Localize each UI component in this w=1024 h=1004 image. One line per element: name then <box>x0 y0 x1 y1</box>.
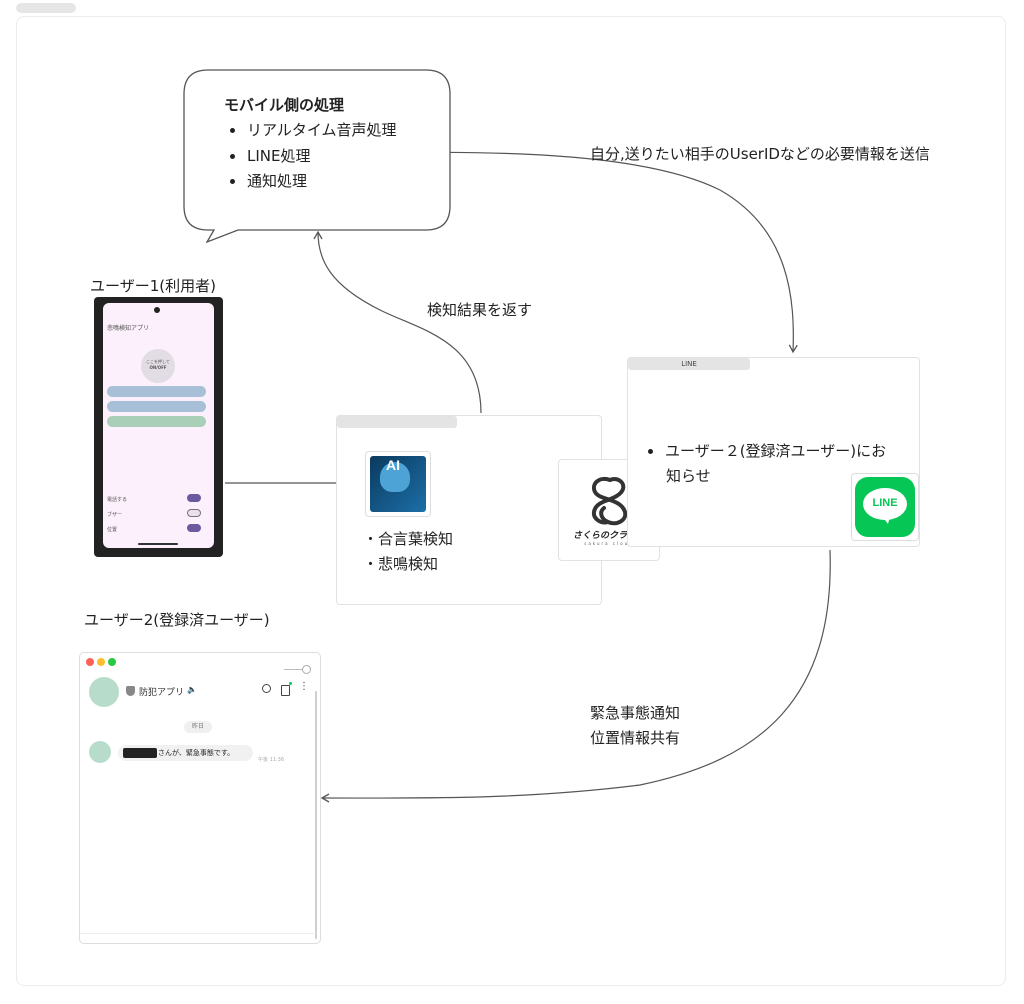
home-indicator <box>138 543 178 545</box>
toggle-label: 電話する <box>107 497 128 503</box>
message-text: さんが、緊急事態です。 <box>158 749 235 757</box>
line-card: LINE ユーザー２(登録済ユーザー)にお 知らせ LINE <box>627 357 920 547</box>
ai-icon-text: AI <box>386 457 400 473</box>
line-logo-icon: LINE <box>851 473 919 541</box>
line-notice-cont: 知らせ <box>666 467 711 485</box>
message-avatar[interactable] <box>89 741 111 763</box>
toggle-switch[interactable] <box>187 509 201 517</box>
edge-label-return-result: 検知結果を返す <box>427 301 533 319</box>
ai-head-icon: AI <box>365 451 431 517</box>
phone-button-1[interactable] <box>107 386 206 397</box>
redacted-name <box>123 748 157 758</box>
power-toggle-button[interactable]: ここを押して ON/OFF <box>141 349 175 383</box>
camera-icon <box>154 307 160 313</box>
edge-label-send-info: 自分,送りたい相手のUserIDなどの必要情報を送信 <box>590 145 930 163</box>
edge-notify <box>320 549 831 803</box>
avatar[interactable] <box>89 677 119 707</box>
speaker-icon: 🔈 <box>187 685 197 694</box>
power-label-2: ON/OFF <box>149 365 167 370</box>
phone-button-3[interactable] <box>107 416 206 427</box>
phone-button-2[interactable] <box>107 401 206 412</box>
user2-label: ユーザー2(登録済ユーザー) <box>84 611 270 629</box>
ai-card: AI ・合言葉検知 ・悲鳴検知 <box>336 415 602 605</box>
ai-card-tab <box>337 416 457 428</box>
chat-footer-divider <box>80 933 316 934</box>
line-chat-window: 防犯アプリ 🔈 ⋮ 昨日 さんが、緊急事態です。 午後 11:36 <box>79 652 321 944</box>
ai-item: ・合言葉検知 <box>363 530 454 548</box>
message-time: 午後 11:36 <box>258 757 284 763</box>
line-card-tab: LINE <box>628 358 750 370</box>
chat-title: 防犯アプリ <box>139 688 185 698</box>
search-icon[interactable] <box>262 684 271 693</box>
sakura-logo-text: さくらのクラウド <box>572 531 645 541</box>
bubble-item: リアルタイム音声処理 <box>230 119 397 140</box>
speech-bubble-shape <box>183 69 451 244</box>
power-label-1: ここを押して <box>146 359 170 364</box>
toggle-label: ブザー <box>107 512 123 518</box>
edge-label-notify-1: 緊急事態通知 <box>590 704 681 722</box>
edge-return-result <box>313 230 482 414</box>
line-notice: ユーザー２(登録済ユーザー)にお <box>648 440 886 461</box>
shield-icon <box>126 686 135 696</box>
date-badge: 昨日 <box>184 721 212 733</box>
bubble-title: モバイル側の処理 <box>224 96 345 114</box>
close-window-icon[interactable] <box>86 658 94 666</box>
sakura-logo-sub: sakura cloud <box>584 541 634 546</box>
toggle-label: 位置 <box>107 527 118 533</box>
more-menu-icon[interactable]: ⋮ <box>299 681 309 692</box>
diagram-canvas <box>16 16 1006 986</box>
message-bubble[interactable]: さんが、緊急事態です。 <box>118 745 253 761</box>
edge-label-notify-2: 位置情報共有 <box>590 729 681 747</box>
maximize-window-icon[interactable] <box>108 658 116 666</box>
notification-dot <box>289 682 292 685</box>
bubble-item: LINE処理 <box>230 145 310 166</box>
phone-screen: 悲鳴検知アプリ ここを押して ON/OFF 電話する ブザー 位置 <box>103 303 214 548</box>
top-tab-stub <box>16 3 76 13</box>
bubble-item: 通知処理 <box>230 170 307 191</box>
notes-icon[interactable] <box>281 685 290 696</box>
slider-track <box>284 669 306 670</box>
toggle-switch[interactable] <box>187 524 201 532</box>
chat-scrollbar[interactable] <box>315 691 317 939</box>
phone-mockup: 悲鳴検知アプリ ここを押して ON/OFF 電話する ブザー 位置 <box>94 297 223 557</box>
slider-handle[interactable] <box>302 665 311 674</box>
sakura-logo-icon <box>591 477 628 526</box>
line-logo-text: LINE <box>872 497 898 509</box>
ai-item: ・悲鳴検知 <box>363 555 439 573</box>
phone-app-title: 悲鳴検知アプリ <box>107 325 150 332</box>
minimize-window-icon[interactable] <box>97 658 105 666</box>
user1-label: ユーザー1(利用者) <box>90 277 216 295</box>
toggle-switch[interactable] <box>187 494 201 502</box>
